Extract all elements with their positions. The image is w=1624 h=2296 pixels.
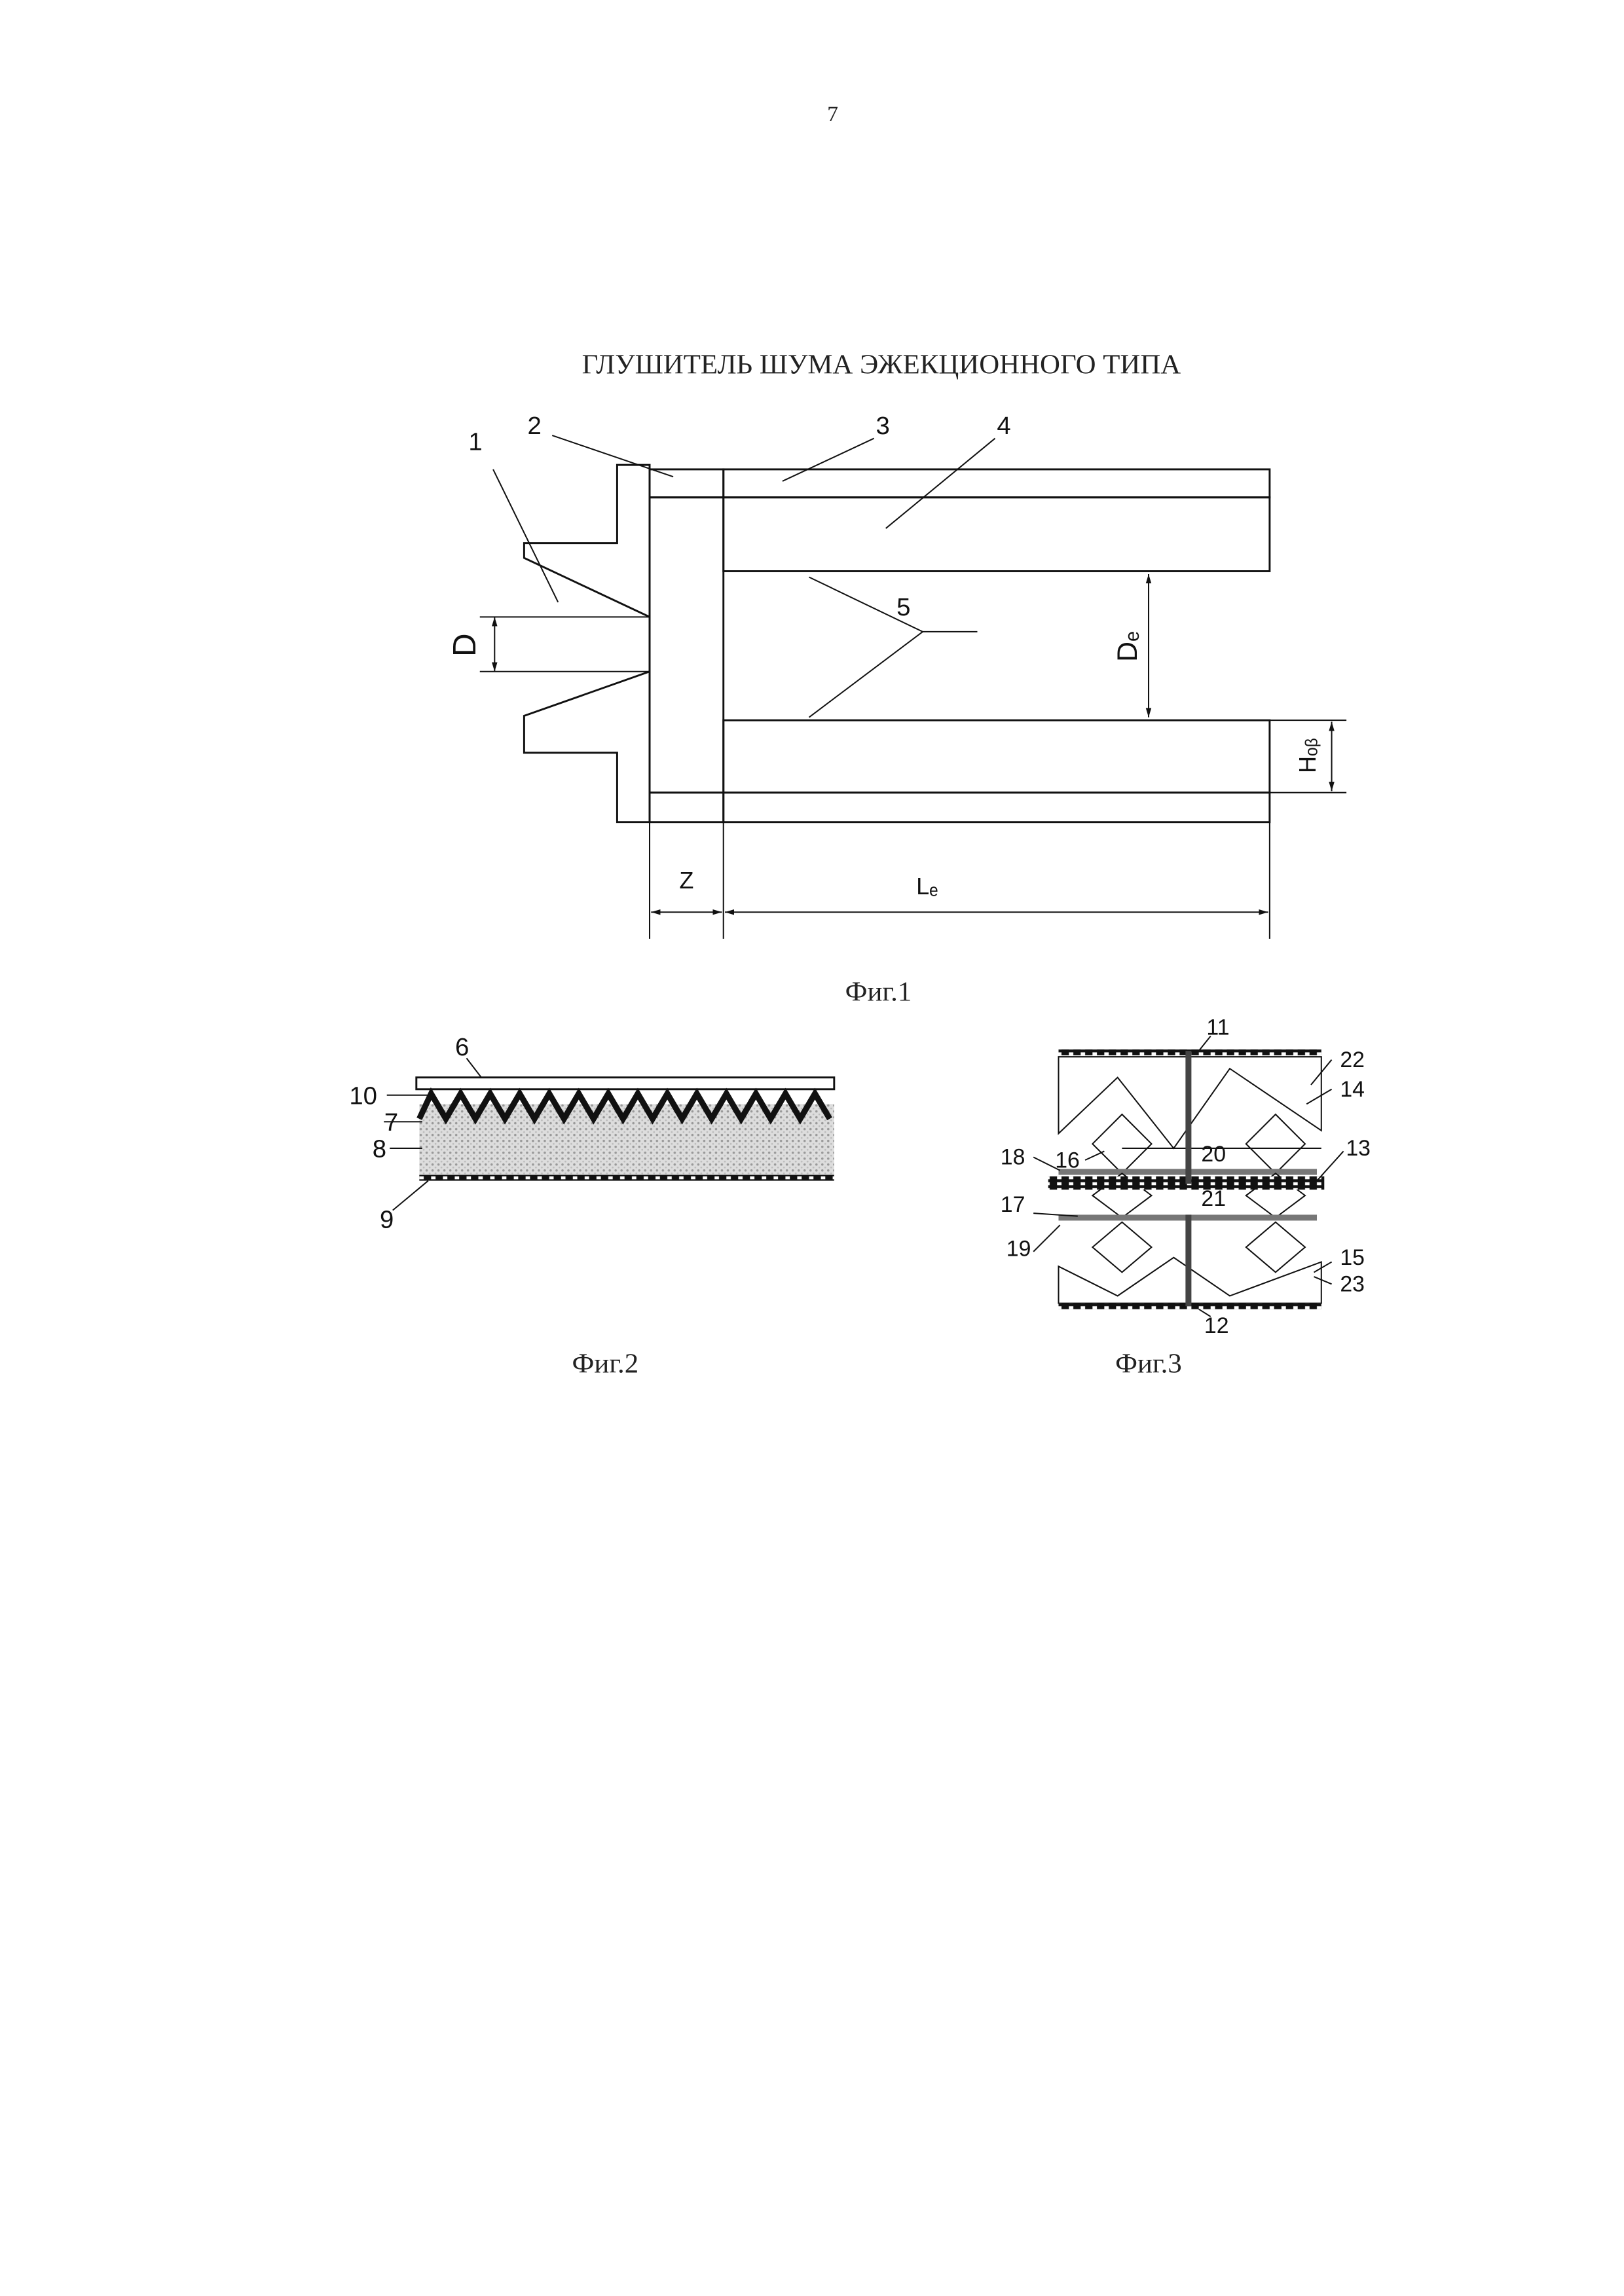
mixing-chamber <box>648 496 725 794</box>
dim-Le: Lₑ <box>916 873 938 900</box>
nozzle-flange <box>523 464 651 824</box>
label-22: 22 <box>1340 1048 1365 1072</box>
layer-7-zigzag <box>416 1087 832 1125</box>
absorber-bottom <box>722 719 1271 794</box>
label-2: 2 <box>528 412 542 440</box>
dim-Hob: Hₒᵦ <box>1294 738 1321 773</box>
label-14: 14 <box>1340 1077 1365 1102</box>
label-6: 6 <box>455 1033 469 1061</box>
label-18: 18 <box>1001 1145 1025 1170</box>
figure-3: 11 22 14 18 16 20 13 17 21 19 15 23 12 Ф… <box>1001 1015 1371 1379</box>
figure-3-caption: Фиг.3 <box>1115 1349 1182 1379</box>
label-23: 23 <box>1340 1272 1365 1297</box>
label-7: 7 <box>384 1108 398 1137</box>
ring-top <box>648 468 725 499</box>
layer-6 <box>415 1076 836 1091</box>
label-1: 1 <box>468 428 482 456</box>
label-21: 21 <box>1201 1186 1226 1211</box>
dim-Z: Z <box>679 867 693 894</box>
ring-bottom <box>648 792 725 824</box>
label-12: 12 <box>1204 1313 1229 1338</box>
figure-1: D Dₑ Hₒᵦ Z Lₑ 1 2 3 4 5 Фиг.1 <box>446 412 1347 1008</box>
dim-D: D <box>446 633 483 657</box>
label-17: 17 <box>1001 1192 1025 1217</box>
label-16: 16 <box>1055 1148 1080 1173</box>
document-title: ГЛУШИТЕЛЬ ШУМА ЭЖЕКЦИОННОГО ТИПА <box>582 349 1181 380</box>
label-10: 10 <box>349 1082 377 1110</box>
partition-21 <box>1185 1214 1192 1307</box>
label-20: 20 <box>1201 1142 1226 1167</box>
outer-wall-top <box>722 468 1271 499</box>
label-4: 4 <box>997 412 1010 440</box>
label-5: 5 <box>896 593 910 621</box>
label-15: 15 <box>1340 1245 1365 1270</box>
label-9: 9 <box>380 1206 394 1234</box>
label-11: 11 <box>1206 1015 1229 1040</box>
label-19: 19 <box>1006 1237 1031 1262</box>
layer-22 <box>1058 1056 1322 1150</box>
page-number: 7 <box>827 102 838 126</box>
outer-wall-bottom <box>722 792 1271 824</box>
absorber-top <box>722 496 1271 572</box>
figure-1-caption: Фиг.1 <box>845 977 912 1008</box>
layer-9 <box>419 1175 834 1181</box>
label-13: 13 <box>1346 1136 1371 1161</box>
dim-De: Dₑ <box>1112 631 1143 662</box>
figure-2-caption: Фиг.2 <box>572 1349 639 1379</box>
label-3: 3 <box>876 412 890 440</box>
label-8: 8 <box>373 1135 386 1163</box>
partition-20 <box>1185 1051 1192 1184</box>
figure-2: 6 10 7 8 9 Фиг.2 <box>349 1033 836 1379</box>
